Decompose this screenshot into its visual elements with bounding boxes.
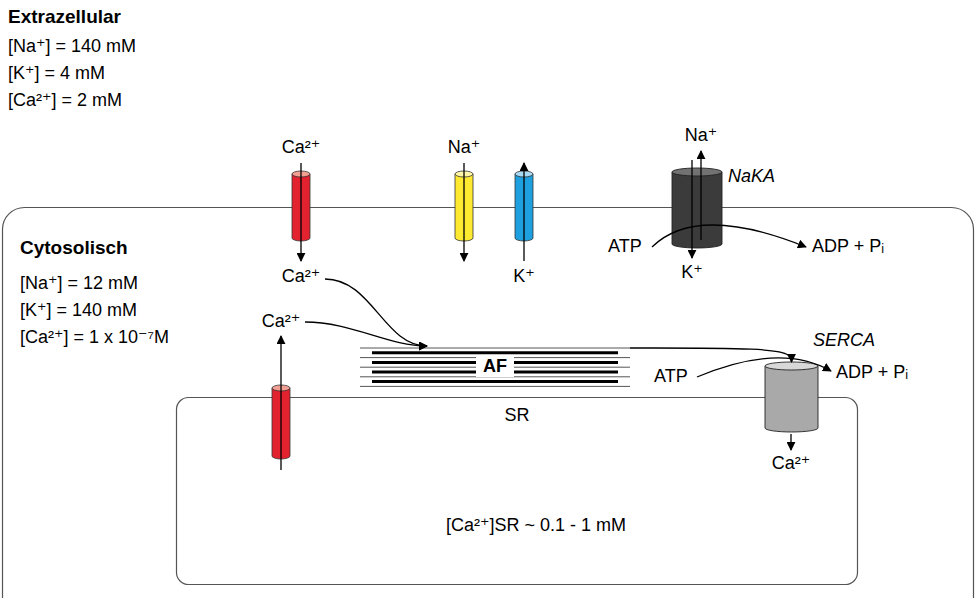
ion-label: Na⁺: [448, 137, 481, 158]
concentration-label: [Na⁺] = 12 mM: [20, 273, 138, 294]
concentration-label: [Ca²⁺] = 1 x 10⁻⁷M: [20, 327, 169, 348]
node-shapes: [3, 168, 974, 598]
pump-name: SERCA: [813, 330, 875, 351]
channels-and-arrows: [272, 151, 831, 470]
ion-arrow: [790, 434, 791, 450]
region-heading: Cytosolisch: [20, 237, 128, 259]
cylinder-top: [672, 168, 722, 176]
molecule-label: ATP: [654, 366, 688, 387]
actin-filament-bundle: AF: [360, 344, 630, 390]
ion-arrow: [691, 160, 692, 258]
molecule-label: ADP + Pᵢ: [836, 362, 908, 383]
region-heading: Extrazellular: [8, 6, 121, 28]
ion-arrow: [300, 163, 301, 261]
ion-label: K⁺: [513, 266, 535, 287]
concentration-label: [Ca²⁺]SR ~ 0.1 - 1 mM: [446, 515, 626, 536]
filament-line: [360, 348, 630, 349]
ion-arrow: [463, 163, 464, 261]
pump-cylinder: SERCA: [765, 362, 818, 432]
concentration-label: [K⁺] = 4 mM: [8, 63, 105, 84]
ion-arrow: [700, 151, 701, 240]
pump-cylinder: [672, 168, 722, 248]
cylinder-top: [765, 362, 818, 370]
cell-outline: [3, 208, 974, 598]
ion-label: Ca²⁺: [282, 266, 321, 287]
concentration-label: [Na⁺] = 140 mM: [8, 36, 136, 57]
concentration-label: [Ca²⁺] = 2 mM: [8, 90, 122, 111]
filament-line: [372, 351, 618, 354]
ion-label: Ca²⁺: [282, 137, 321, 158]
ion-label: Na⁺: [685, 125, 718, 146]
ion-arrow: [523, 163, 524, 261]
filament-label: AF: [476, 356, 514, 377]
filament-line: [372, 380, 618, 383]
ion-label: Ca²⁺: [262, 311, 301, 332]
concentration-label: [K⁺] = 140 mM: [20, 300, 137, 321]
molecule-label: ATP: [608, 236, 642, 257]
actin-filament-bundle: [360, 348, 630, 386]
pump-cylinder: [765, 362, 818, 432]
cell-membrane: [3, 208, 974, 598]
ion-arrow: [280, 336, 281, 470]
cell-membrane: Cytosolisch [Na⁺] = 12 mM [K⁺] = 140 mM [Ca…: [2, 207, 974, 598]
ion-label: K⁺: [681, 262, 703, 283]
calcium-flow-arrow: [305, 322, 427, 346]
atp-hydrolysis-arrow: [697, 358, 831, 377]
ion-label: Ca²⁺: [772, 453, 811, 474]
organelle-label: SR: [504, 405, 529, 426]
cylinder-body: [765, 366, 818, 432]
calcium-flow-arrow: [630, 348, 792, 362]
filament-line: [360, 386, 630, 387]
sarcoplasmic-reticulum: SR [Ca²⁺]SR ~ 0.1 - 1 mM: [176, 397, 858, 585]
molecule-label: ADP + Pᵢ: [812, 236, 884, 257]
cylinder-body: [672, 172, 722, 248]
pump-name: NaKA: [728, 166, 775, 187]
pump-cylinder: NaKA: [672, 168, 722, 248]
atp-hydrolysis-arrow: [652, 225, 806, 247]
